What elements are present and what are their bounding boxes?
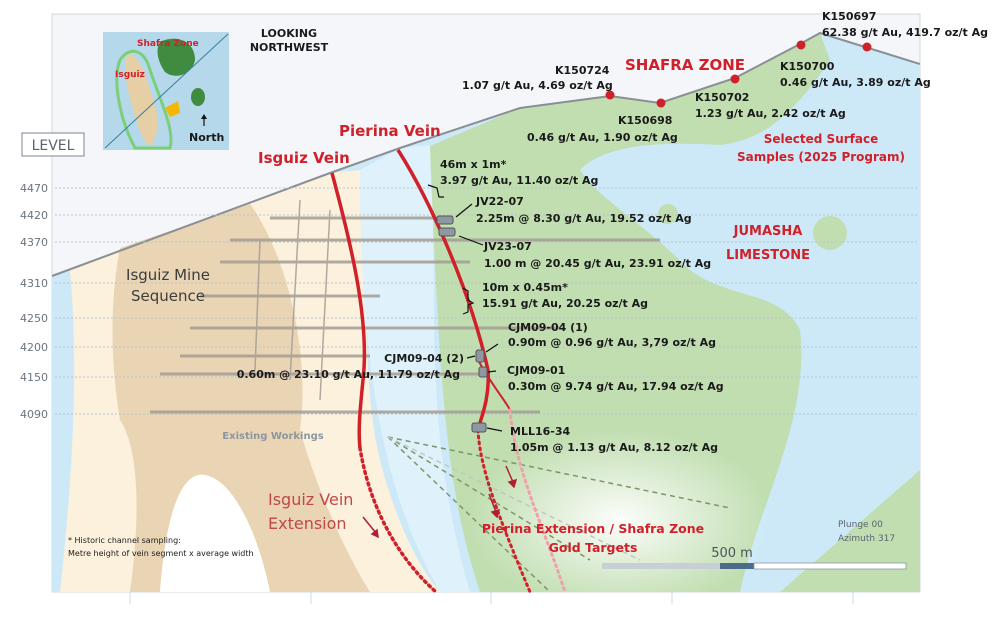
level-tick: 4420 — [20, 209, 48, 222]
jumasha-label-2: LIMESTONE — [726, 248, 810, 263]
intercept-id: JV22-07 — [475, 195, 524, 208]
level-tick: 4090 — [20, 408, 48, 421]
isguiz-vein-extension — [358, 446, 438, 594]
inset-north-label: North — [189, 131, 224, 144]
sample-dot-k150724 — [605, 90, 615, 100]
intercept-id: 10m x 0.45m* — [482, 281, 568, 294]
level-tick: 4370 — [20, 236, 48, 249]
intercept-result: 1.05m @ 1.13 g/t Au, 8.12 oz/t Ag — [510, 441, 718, 454]
isguiz-sequence-label-2: Sequence — [131, 287, 205, 305]
jumasha-label-1: JUMASHA — [733, 224, 803, 239]
isguiz-mine-sequence-region — [112, 204, 370, 592]
bottom-axis-ticks — [129, 592, 854, 604]
level-box — [21, 132, 85, 157]
level-tick: 4150 — [20, 371, 48, 384]
target-projection-lines — [387, 436, 731, 593]
pierina-vein-label: Pierina Vein — [339, 122, 441, 140]
sample-result: 1.07 g/t Au, 4.69 oz/t Ag — [462, 79, 613, 92]
sample-result: 1.23 g/t Au, 2.42 oz/t Ag — [695, 107, 846, 120]
intercept-result: 0.30m @ 9.74 g/t Au, 17.94 oz/t Ag — [508, 380, 724, 393]
footnote-line2: Metre height of vein segment x average w… — [68, 549, 254, 558]
isguiz-vein-label: Isguiz Vein — [258, 149, 350, 167]
green-zone-lower-right — [780, 470, 920, 592]
intercept-marker-cjm09-04 — [475, 349, 485, 363]
sample-result: 62.38 g/t Au, 419.7 oz/t Ag — [822, 26, 988, 39]
intercept-id: MLL16-34 — [510, 425, 570, 438]
drill-intercept-markers — [436, 215, 488, 433]
sample-id: K150702 — [695, 91, 749, 104]
sample-id: K150698 — [618, 114, 672, 127]
level-tick: 4310 — [20, 277, 48, 290]
surface-sample-dots — [605, 40, 872, 108]
inset-shafra-label: Shafra Zone — [137, 39, 199, 49]
intercept-marker-cjm09-01 — [478, 366, 488, 378]
existing-workings — [150, 199, 660, 414]
surface-samples-label-2: Samples (2025 Program) — [737, 150, 905, 164]
pierina-vein-extension-faint — [508, 408, 567, 594]
scale-bar — [602, 562, 907, 570]
intercept-result: 0.60m @ 23.10 g/t Au, 11.79 oz/t Ag — [237, 368, 460, 381]
level-tick: 4250 — [20, 312, 48, 325]
intercept-marker-mll16-34 — [471, 422, 487, 433]
intercept-result: 1.00 m @ 20.45 g/t Au, 23.91 oz/t Ag — [484, 257, 711, 270]
intercept-marker-jv22-07 — [436, 215, 454, 225]
leader-lines — [427, 184, 503, 432]
gold-targets-label-2: Gold Targets — [549, 540, 638, 555]
inset-location-map: Shafra Zone Isguiz North — [103, 32, 229, 150]
sample-result: 0.46 g/t Au, 1.90 oz/t Ag — [527, 131, 678, 144]
pierina-vein — [396, 149, 490, 431]
scale-bar-label: 500 m — [711, 546, 753, 561]
intercept-result: 3.97 g/t Au, 11.40 oz/t Ag — [440, 174, 598, 187]
gold-targets-label-1: Pierina Extension / Shafra Zone — [482, 521, 704, 536]
white-void — [160, 474, 270, 592]
intercept-id: CJM09-01 — [507, 364, 565, 377]
sample-dot-k150697 — [862, 42, 872, 52]
surface-sample-labels: K150724 1.07 g/t Au, 4.69 oz/t Ag K15069… — [462, 10, 988, 144]
isguiz-vein — [330, 172, 367, 449]
view-direction-line1: LOOKING — [261, 27, 317, 40]
intercept-result: 0.90m @ 0.96 g/t Au, 3,79 oz/t Ag — [508, 336, 716, 349]
azimuth-label: Azimuth 317 — [838, 534, 895, 544]
sample-dot-k150702 — [730, 74, 740, 84]
intercept-id: CJM09-04 (2) — [384, 352, 464, 365]
sample-result: 0.46 g/t Au, 3.89 oz/t Ag — [780, 76, 931, 89]
sample-dot-k150700 — [796, 40, 806, 50]
sample-id: K150724 — [555, 64, 610, 77]
footnote-line1: * Historic channel sampling: — [68, 536, 181, 545]
green-patch — [813, 216, 847, 250]
surface-samples-label-1: Selected Surface — [764, 132, 878, 146]
isguiz-vein-extension-label-2: Extension — [268, 514, 347, 533]
pierina-vein-extension — [476, 428, 532, 594]
intercept-result: 15.91 g/t Au, 20.25 oz/t Ag — [482, 297, 648, 310]
inset-isguiz-label: Isguiz — [115, 70, 145, 80]
target-glow — [470, 430, 770, 592]
existing-workings-label: Existing Workings — [222, 431, 323, 442]
intercept-id: JV23-07 — [483, 240, 532, 253]
green-patch — [658, 204, 678, 224]
level-tick: 4470 — [20, 182, 48, 195]
intercept-id: CJM09-04 (1) — [508, 321, 588, 334]
drill-intercept-labels: 46m x 1m* 3.97 g/t Au, 11.40 oz/t Ag JV2… — [237, 158, 724, 454]
sample-id: K150697 — [822, 10, 876, 23]
plunge-label: Plunge 00 — [838, 520, 883, 530]
intercept-result: 2.25m @ 8.30 g/t Au, 19.52 oz/t Ag — [476, 212, 692, 225]
level-axis: 4470 4420 4370 4310 4250 4200 4150 4090 — [20, 182, 48, 421]
view-direction-line2: NORTHWEST — [250, 41, 329, 54]
isguiz-vein-extension-label-1: Isguiz Vein — [268, 490, 353, 509]
plunge-arrows — [362, 465, 518, 539]
sample-dot-k150698 — [656, 98, 666, 108]
level-title: LEVEL — [32, 138, 75, 154]
isguiz-sequence-label-1: Isguiz Mine — [126, 266, 210, 284]
shafra-zone-label: SHAFRA ZONE — [625, 56, 745, 74]
intercept-marker-jv23-07 — [438, 227, 456, 237]
intercept-id: 46m x 1m* — [440, 158, 507, 171]
sample-id: K150700 — [780, 60, 835, 73]
level-tick: 4200 — [20, 341, 48, 354]
vein-corridor — [360, 145, 470, 592]
